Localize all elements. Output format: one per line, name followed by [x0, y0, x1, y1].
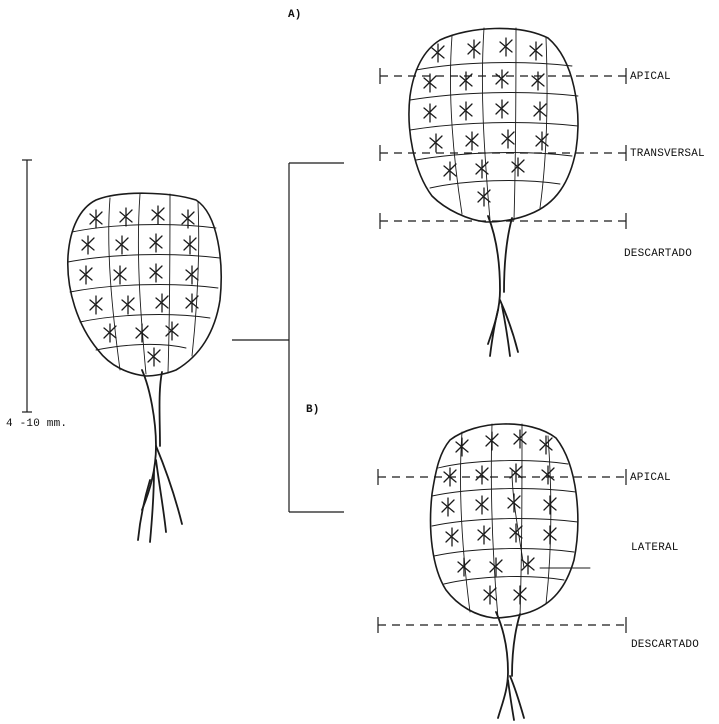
capsule-a	[409, 28, 578, 356]
capsule-b	[431, 424, 590, 720]
a-descartado-label: DESCARTADO	[624, 248, 692, 260]
cut-lines-b	[378, 469, 626, 633]
capsule-a-outline	[409, 28, 578, 222]
section-b-label: B)	[306, 404, 320, 416]
scale-bar	[22, 160, 32, 412]
section-a-label: A)	[288, 9, 302, 21]
capsule-a-scales	[410, 28, 578, 220]
capsule-whole-stalk	[138, 370, 182, 542]
capsule-b-scales	[432, 424, 590, 618]
b-descartado-label: DESCARTADO	[631, 639, 699, 651]
capsule-whole	[68, 193, 221, 542]
cut-line-b-apical	[378, 469, 626, 485]
scale-label: 4 -10 mm.	[6, 418, 67, 430]
capsule-b-stars	[442, 430, 556, 604]
capsule-whole-scales	[68, 194, 220, 374]
a-apical-label: APICAL	[630, 71, 671, 83]
capsule-b-outline	[431, 424, 578, 618]
a-transversal-label: TRANSVERSAL	[630, 148, 705, 160]
capsule-b-stalk	[496, 612, 524, 720]
b-lateral-label: LATERAL	[631, 542, 679, 554]
capsule-a-stalk	[488, 216, 518, 356]
connector-bracket	[232, 163, 344, 512]
capsule-whole-stars	[80, 206, 198, 366]
b-apical-label: APICAL	[630, 472, 671, 484]
